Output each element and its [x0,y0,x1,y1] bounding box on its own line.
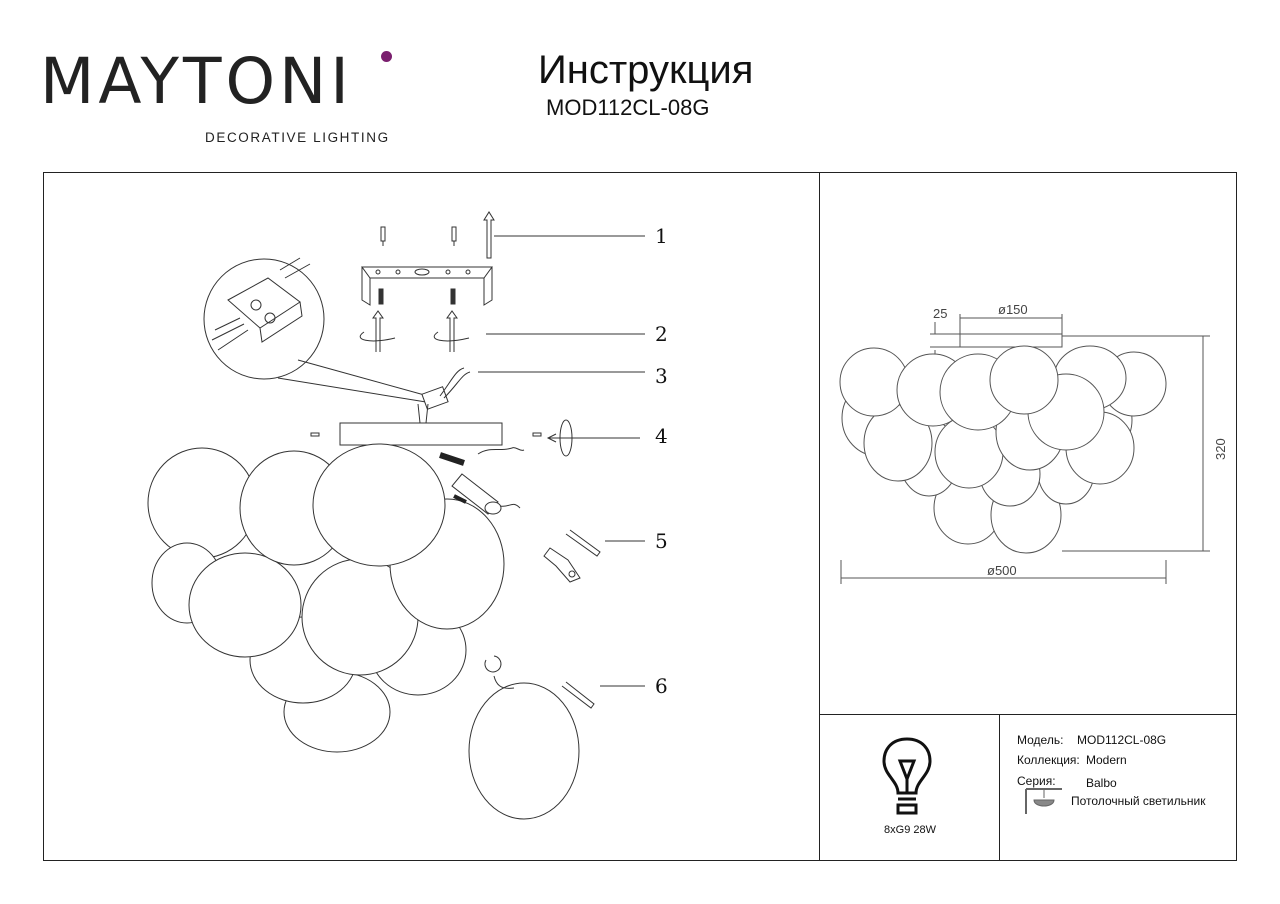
step-number: 2 [655,322,668,346]
lamp-label: 8xG9 28W [884,824,936,836]
ceiling-lamp-icon [1025,788,1062,814]
brand-logo: MAYTONI DECORATIVE LIGHTING [40,50,395,150]
spec-type-value: Потолочный светильник [1071,794,1206,808]
assembly-diagram: 1 2 3 4 5 6 [147,211,668,820]
glass-globe [147,443,505,753]
dimension-label: 25 [933,306,947,321]
lightbulb-icon [882,737,932,815]
dimension-drawing: 25 ø150 320 ø500 [839,302,1228,584]
brand-tagline: DECORATIVE LIGHTING [205,130,390,145]
g9-bulb-icon [543,547,581,583]
spec-series-label: Серия: [1017,774,1056,788]
mounting-bracket [361,266,493,306]
brand-logo-dot [381,51,392,62]
frame-divider-horizontal [819,714,1237,715]
spec-collection-label: Коллекция: [1017,753,1080,767]
lamp-holder-icon [451,473,521,515]
dimension-label: ø150 [998,302,1028,317]
spec-model-value: MOD112CL-08G [1077,733,1167,747]
canopy-plate [339,422,503,446]
step-number: 4 [655,424,668,448]
step-number: 3 [655,364,668,388]
step-number: 6 [655,674,668,698]
dimension-label: ø500 [987,563,1017,578]
step-number: 1 [655,224,668,248]
step-number: 5 [655,529,668,553]
spec-model-label: Модель: [1017,733,1064,747]
terminal-block-icon [211,257,311,351]
page-title: Инструкция [538,48,754,92]
brand-name: MAYTONI [40,45,353,118]
drawing-frame [43,172,1237,861]
screw-icon [380,226,386,246]
spec-collection-value: Modern [1086,753,1127,767]
model-code: MOD112CL-08G [546,95,710,120]
spec-series-value: Balbo [1086,776,1117,790]
screw-icon [451,226,457,246]
frame-divider-spec [999,714,1000,861]
glass-globe [839,345,1167,554]
dimension-label: 320 [1213,438,1228,460]
frame-divider-vertical [819,172,820,861]
